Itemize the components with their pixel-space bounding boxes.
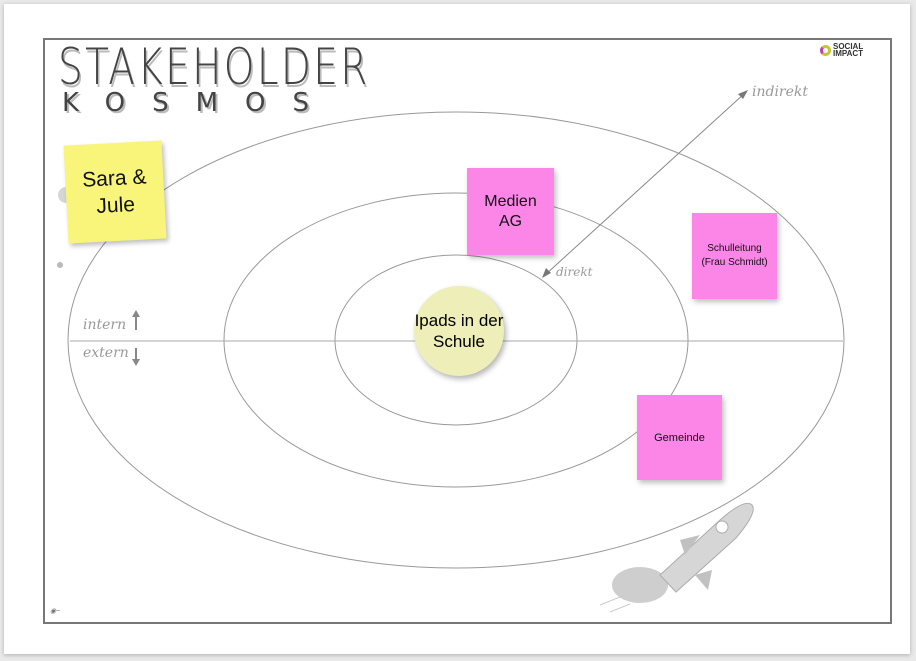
rocket-icon	[599, 502, 754, 613]
page-title: STAKEHOLDER	[58, 38, 370, 96]
arrow-down-icon	[132, 359, 140, 366]
direction-arrow	[544, 92, 746, 276]
label-indirekt: indirekt	[752, 84, 809, 100]
arrow-head-indirekt-icon	[738, 90, 748, 99]
author-signature-icon: ◉~	[50, 608, 61, 615]
outer-orbit	[67, 111, 845, 569]
sticky-note-schulleitung[interactable]: Schulleitung (Frau Schmidt)	[692, 213, 777, 299]
inner-orbit	[334, 254, 578, 426]
page-subtitle: KOSMOS	[62, 88, 336, 118]
arrow-head-direkt-icon	[542, 268, 551, 278]
label-extern: extern	[83, 345, 129, 361]
center-topic[interactable]: Ipads in der Schule	[414, 286, 504, 376]
label-direkt: direkt	[556, 265, 593, 279]
board-frame	[43, 38, 892, 624]
sticky-note-medien-ag[interactable]: Medien AG	[467, 168, 554, 255]
sticky-note-gemeinde[interactable]: Gemeinde	[637, 395, 722, 480]
arrow-up-icon	[132, 310, 140, 317]
middle-orbit	[223, 192, 689, 488]
label-intern: intern	[83, 317, 127, 333]
logo-ring-icon	[820, 44, 831, 56]
logo-line1: SOCIAL	[833, 42, 864, 51]
sticky-note-sara-jule[interactable]: Sara & Jule	[63, 140, 167, 244]
logo-line2: IMPACT	[833, 49, 864, 58]
